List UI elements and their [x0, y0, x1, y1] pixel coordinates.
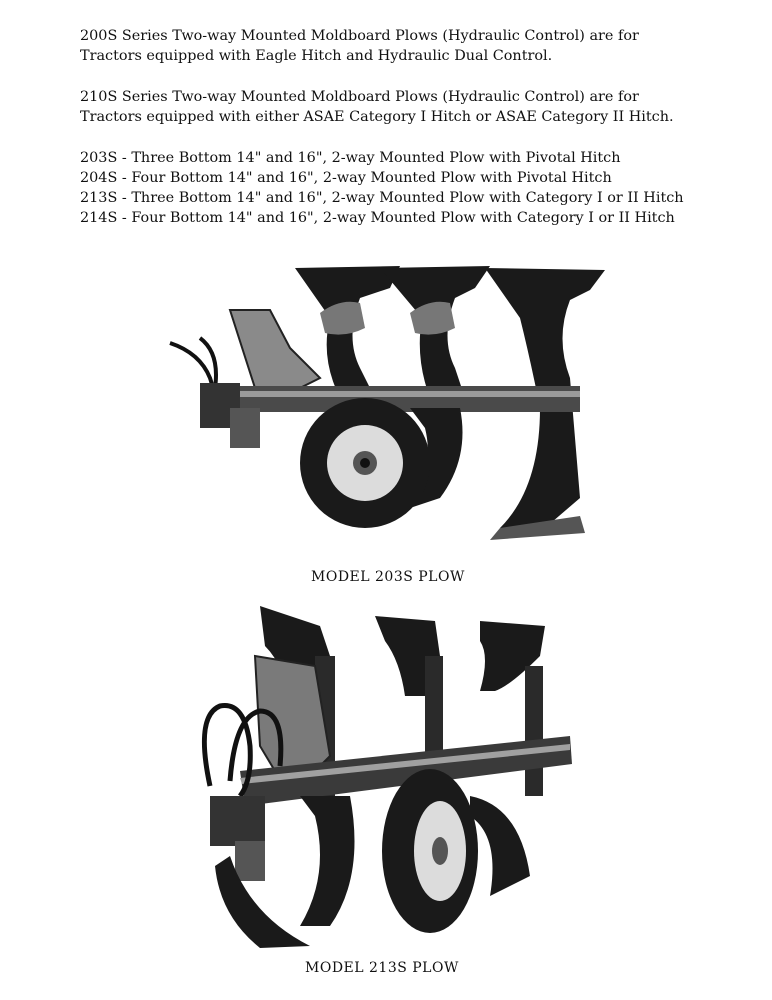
figure-caption-203s: MODEL 203S PLOW [311, 569, 465, 585]
model-item-203s: 203S - Three Bottom 14" and 16", 2-way M… [80, 150, 621, 166]
series-200s-description: 200S Series Two-way Mounted Moldboard Pl… [80, 26, 760, 66]
model-item-213s: 213S - Three Bottom 14" and 16", 2-way M… [80, 190, 684, 206]
series-210s-line-1: 210S Series Two-way Mounted Moldboard Pl… [80, 89, 639, 105]
figure-caption-213s: MODEL 213S PLOW [305, 960, 459, 976]
series-200s-line-2: Tractors equipped with Eagle Hitch and H… [80, 48, 553, 64]
series-210s-description: 210S Series Two-way Mounted Moldboard Pl… [80, 87, 760, 127]
series-210s-line-2: Tractors equipped with either ASAE Categ… [80, 109, 674, 125]
model-item-204s: 204S - Four Bottom 14" and 16", 2-way Mo… [80, 170, 612, 186]
model-list: 203S - Three Bottom 14" and 16", 2-way M… [80, 148, 684, 228]
series-200s-line-1: 200S Series Two-way Mounted Moldboard Pl… [80, 28, 639, 44]
plow-213s-photo [201, 606, 572, 948]
plow-203s-photo [169, 266, 605, 540]
model-item-214s: 214S - Four Bottom 14" and 16", 2-way Mo… [80, 210, 675, 226]
